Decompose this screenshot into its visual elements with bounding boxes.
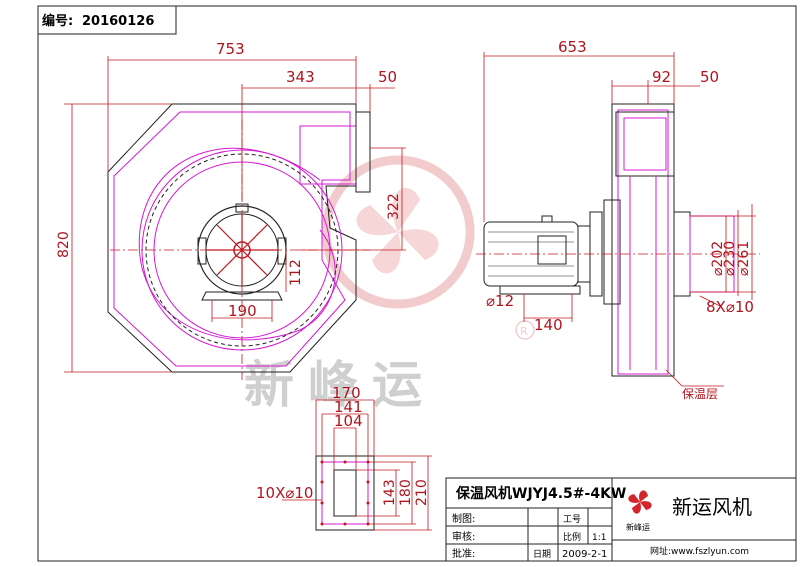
scale-value: 1:1: [592, 533, 606, 543]
brand-logo-icon: [628, 490, 652, 514]
label-drawn: 制图:: [452, 512, 475, 525]
dim-side-bolt: 8X⌀10: [706, 298, 754, 316]
watermark-logo: R: [321, 155, 535, 340]
dim-front-base: 190: [228, 302, 257, 320]
flange-view: 170 141 104 143 180 210 10X⌀10: [256, 384, 432, 531]
dim-front-height: 820: [56, 231, 72, 258]
serial-value: 20160126: [82, 14, 154, 29]
dim-side-d2: ⌀230: [722, 241, 738, 276]
dim-side-d1: ⌀202: [710, 241, 726, 276]
dim-front-outlet-height: 322: [386, 193, 402, 220]
serial-box: 编号: 20160126: [37, 5, 177, 35]
brand-name: 新运风机: [672, 495, 752, 519]
date-value: 2009-2-1: [562, 549, 607, 560]
front-view: 753 343 50 820 322 112 190: [56, 40, 406, 380]
svg-text:R: R: [520, 325, 528, 338]
insulation-label: 保温层: [682, 387, 718, 401]
dim-flange-104: 104: [334, 412, 363, 430]
dim-flange-180: 180: [398, 479, 414, 506]
dim-front-inner: 343: [286, 68, 315, 86]
label-job: 工号: [563, 514, 581, 525]
dim-flange-141: 141: [334, 398, 363, 416]
label-scale: 比例: [563, 531, 581, 543]
dim-side-width: 92: [652, 68, 671, 86]
side-view: 653 92 50 ⌀202 ⌀230 ⌀261 8X⌀10 ⌀12 140 保…: [476, 38, 760, 401]
dim-flange-210: 210: [414, 479, 430, 506]
dim-side-outlet: 50: [700, 68, 719, 86]
serial-label: 编号:: [42, 13, 73, 29]
dim-side-base: 140: [534, 316, 563, 334]
label-approve: 批准:: [452, 547, 475, 560]
dim-flange-holes: 10X⌀10: [256, 484, 313, 502]
label-review: 审核:: [452, 530, 475, 543]
dim-side-hole: ⌀12: [486, 292, 514, 310]
dim-flange-143: 143: [382, 479, 398, 506]
website: 网址:www.fszlyun.com: [650, 545, 749, 557]
dim-side-d3: ⌀261: [736, 241, 752, 276]
dim-front-outlet: 50: [378, 68, 397, 86]
dim-side-total: 653: [558, 38, 587, 56]
dim-front-width: 753: [216, 40, 245, 58]
dim-flange-170: 170: [332, 384, 361, 402]
drawing-title: 保温风机WJYJ4.5#-4KW: [455, 485, 626, 502]
dim-front-shaft: 112: [288, 259, 304, 286]
brand-small-text: 新峰运: [626, 522, 650, 532]
label-date: 日期: [533, 549, 551, 560]
title-block: 保温风机WJYJ4.5#-4KW 制图: 审核: 批准: 工号 比例 1:1 日…: [445, 477, 797, 562]
